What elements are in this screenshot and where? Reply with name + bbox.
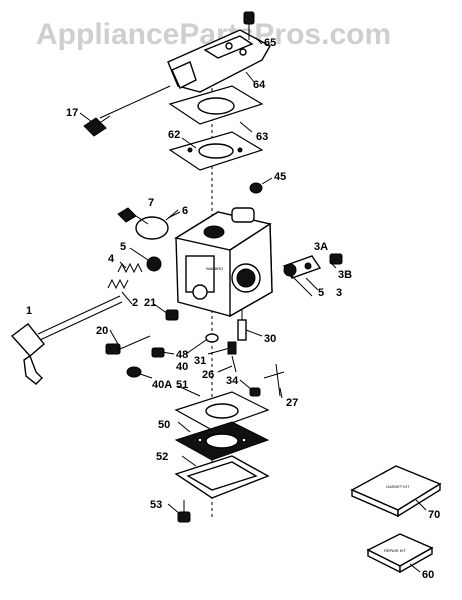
part-34-screw: [249, 387, 261, 397]
part-2-spring: [107, 278, 129, 290]
label-part-3a: 3A: [314, 241, 328, 253]
label-part-62: 62: [168, 129, 180, 141]
part-51-gasket: [174, 391, 270, 431]
label-part-20: 20: [96, 325, 108, 337]
label-part-40a: 40A: [152, 379, 172, 391]
label-part-1: 1: [26, 305, 32, 317]
label-part-45: 45: [274, 171, 286, 183]
label-part-51: 51: [176, 379, 188, 391]
label-part-27: 27: [286, 397, 298, 409]
label-part-26: 26: [202, 369, 214, 381]
label-part-60: 60: [422, 569, 434, 581]
label-part-17: 17: [66, 107, 78, 119]
label-part-3: 3: [336, 287, 342, 299]
part-45-plug: [249, 182, 263, 194]
label-part-53: 53: [150, 499, 162, 511]
label-part-6: 6: [182, 205, 188, 217]
part-4-spring: [117, 262, 143, 274]
label-part-5-right: 5: [318, 287, 324, 299]
part-63-diaphragm: [168, 85, 264, 125]
label-part-50: 50: [158, 419, 170, 431]
part-40a-plug: [126, 366, 142, 378]
part-48-washer: [205, 333, 219, 343]
label-part-64: 64: [253, 79, 266, 91]
part-52-cover: [174, 455, 270, 499]
label-part-34: 34: [226, 375, 239, 387]
label-part-31: 31: [194, 355, 206, 367]
repair-kit-marking: REPAIR KIT: [384, 548, 406, 553]
leader-lines: [109, 37, 427, 573]
part-65-screw: [243, 11, 255, 40]
leader-line: [99, 85, 171, 119]
part-31-pin: [227, 341, 237, 355]
label-part-5-left: 5: [120, 241, 126, 253]
part-64-cover: [167, 29, 271, 93]
part-6-plate: [135, 216, 169, 240]
gasket-kit-marking: GASKET KIT: [386, 484, 410, 489]
part-20-screw: [105, 335, 151, 355]
part-26-lever: [231, 355, 237, 373]
leader-line: [79, 112, 93, 123]
body-marking: WALBRO: [206, 266, 223, 271]
leader-line: [261, 177, 273, 185]
part-60-repair-kit: REPAIR KIT: [366, 533, 434, 574]
label-part-7: 7: [148, 197, 154, 209]
label-part-70: 70: [428, 509, 440, 521]
label-part-65: 65: [264, 37, 276, 49]
label-part-30: 30: [264, 333, 276, 345]
part-21-screw: [165, 309, 179, 321]
part-5-left: [146, 256, 162, 272]
part-17-screw: [83, 115, 111, 137]
label-part-21: 21: [144, 297, 156, 309]
label-part-40: 40: [176, 361, 188, 373]
part-1-throttle-shaft: [10, 295, 123, 385]
label-part-63: 63: [256, 131, 268, 143]
part-30-needle: [237, 310, 247, 341]
part-3a-screw: [329, 253, 343, 265]
part-5-right: [283, 263, 297, 277]
label-part-48: 48: [176, 349, 188, 361]
part-53-screw: [177, 500, 191, 523]
label-part-3b: 3B: [338, 269, 352, 281]
part-70-gasket-kit: GASKET KIT: [350, 465, 442, 518]
leader-line: [135, 215, 149, 225]
carburetor-body: WALBRO: [174, 207, 273, 318]
part-62-gasket: [168, 131, 264, 171]
part-50-diaphragm: [174, 421, 270, 461]
label-part-52: 52: [156, 451, 168, 463]
label-part-4: 4: [108, 253, 115, 265]
label-part-2: 2: [132, 297, 138, 309]
part-27-spring: [263, 363, 285, 397]
part-7-screw: [117, 207, 137, 223]
